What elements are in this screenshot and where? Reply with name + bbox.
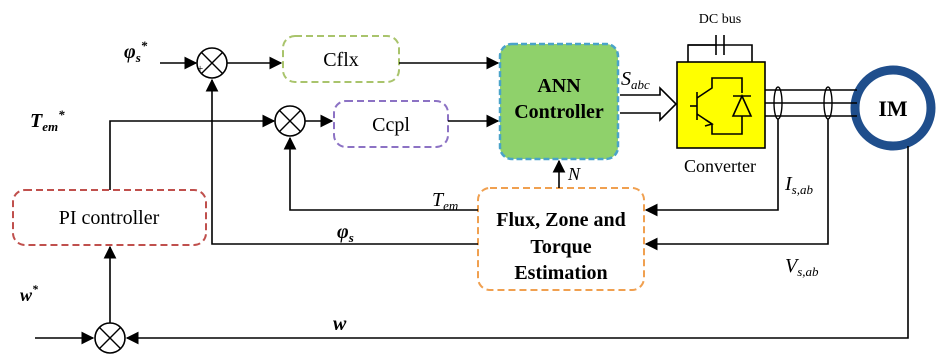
ccpl-label: Ccpl xyxy=(372,114,410,136)
phi-ref-label: φs* xyxy=(124,38,148,65)
sum-junction-speed xyxy=(94,322,126,354)
is-ab-wire xyxy=(644,119,779,217)
ann-label-line2: Controller xyxy=(514,101,604,123)
tem-ref-wire xyxy=(109,114,276,190)
pi-label: PI controller xyxy=(59,207,160,229)
dc-bus-label: DC bus xyxy=(699,12,741,27)
tem-label: Tem xyxy=(432,189,458,213)
speed-feedback-wire xyxy=(125,146,909,345)
motor-label: IM xyxy=(878,96,908,121)
est-label-line2: Torque xyxy=(530,236,591,258)
vs-ab-label: Vs,ab xyxy=(785,255,819,279)
estimation-block: Flux, Zone and Torque Estimation xyxy=(477,187,645,291)
est-label-line1: Flux, Zone and xyxy=(496,209,625,231)
converter-label: Converter xyxy=(684,156,756,176)
phi-feedback-wire xyxy=(205,78,478,245)
w-label: w xyxy=(333,313,347,335)
svg-text:+: + xyxy=(197,63,203,75)
vs-ab-wire xyxy=(644,119,829,251)
is-ab-label: Is,ab xyxy=(784,173,813,197)
sum-junction-flux: + xyxy=(196,47,228,79)
pi-controller-block: PI controller xyxy=(12,189,207,246)
est-label-line3: Estimation xyxy=(514,262,607,284)
ann-label-line1: ANN xyxy=(537,75,581,97)
cflx-label: Cflx xyxy=(323,49,359,71)
sabc-arrow xyxy=(620,86,678,122)
induction-motor: IM xyxy=(850,65,936,151)
cflx-block: Cflx xyxy=(282,35,400,83)
w-ref-label: w* xyxy=(20,282,39,305)
n-label: N xyxy=(567,164,581,184)
sabc-label: Sabc xyxy=(621,68,650,92)
phi-s-label: φs xyxy=(337,221,354,245)
ccpl-block: Ccpl xyxy=(333,100,449,148)
tem-ref-label: Tem* xyxy=(30,107,65,134)
tem-feedback-wire xyxy=(283,136,478,211)
igbt-diode-icon xyxy=(690,77,753,135)
sum-junction-torque xyxy=(274,105,306,137)
ann-controller-block: ANN Controller xyxy=(498,42,620,161)
converter-block: DC bus Converter xyxy=(676,12,766,176)
